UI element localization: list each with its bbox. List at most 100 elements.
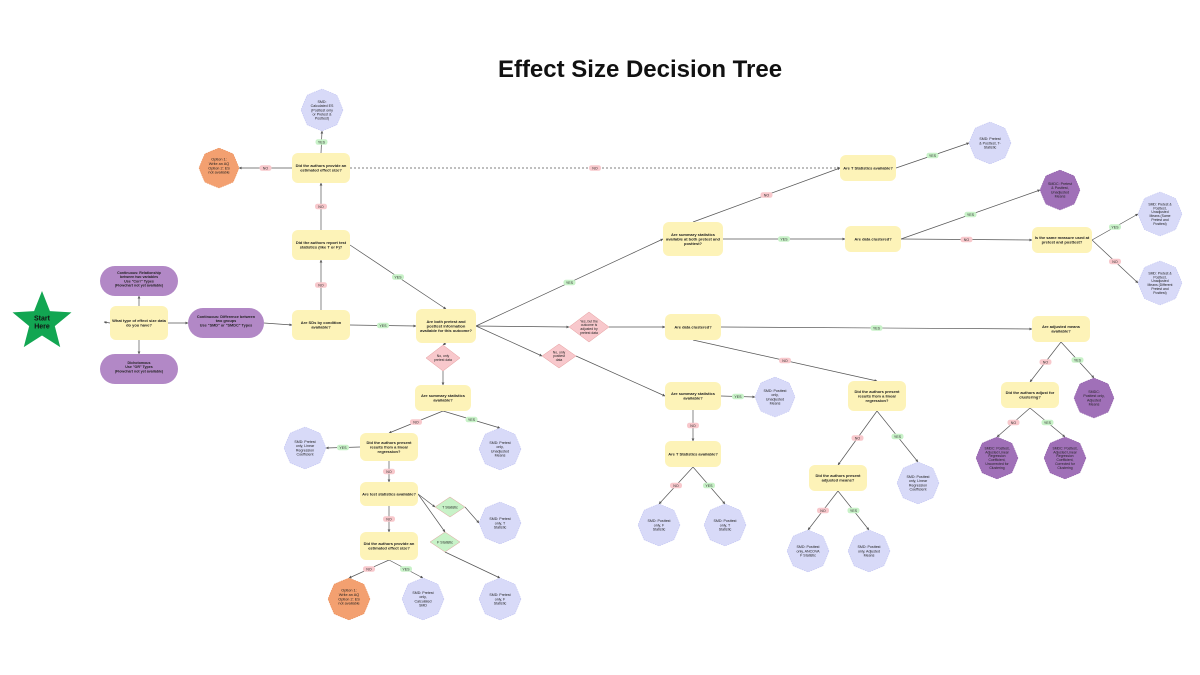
svg-text:NO: NO [263, 166, 269, 170]
edges [103, 130, 1139, 579]
yes-label: YES [563, 279, 576, 286]
yes-label: YES [870, 325, 883, 331]
edge-p_continuous_diff-to-q_sds [263, 322, 293, 327]
svg-text:NO: NO [1112, 260, 1118, 264]
node-text: Are T Statistics available? [668, 451, 718, 456]
node-d-t-stat: T Statistic [434, 496, 466, 518]
node-text: Are data clustered? [854, 236, 892, 241]
svg-text:NO: NO [855, 436, 861, 440]
no-label: NO [960, 236, 973, 243]
yes-label: YES [400, 566, 412, 572]
no-label: NO [1039, 359, 1052, 365]
svg-text:YES: YES [873, 326, 881, 330]
no-label: NO [259, 165, 272, 171]
svg-text:NO: NO [673, 484, 679, 488]
svg-text:NO: NO [820, 509, 826, 513]
svg-text:YES: YES [894, 435, 902, 439]
no-label: NO [315, 282, 327, 288]
no-label: NO [670, 482, 682, 489]
edge-q_pre_post-to-d_yes_adjusted [475, 325, 570, 329]
yes-label: YES [778, 236, 790, 242]
svg-text:YES: YES [394, 275, 402, 279]
svg-text:YES: YES [379, 324, 387, 328]
node-d-f-stat: F Statistic [429, 531, 461, 553]
no-label: NO [383, 516, 395, 522]
svg-text:NO: NO [782, 359, 788, 363]
svg-text:NO: NO [318, 205, 324, 209]
svg-text:NO: NO [386, 517, 392, 521]
svg-text:NO: NO [592, 166, 598, 170]
node-text: F Statistic [437, 540, 453, 544]
node-q-t-stats-mid: Are T Statistics available? [665, 441, 721, 467]
svg-text:YES: YES [339, 446, 347, 450]
yes-label: YES [926, 152, 939, 159]
svg-text:YES: YES [780, 237, 788, 241]
node-text: SMD: Pretest& Posttest, T-Statistic [979, 137, 1001, 149]
svg-text:NO: NO [413, 420, 419, 424]
edge-q_pre_post-to-d_pretest_only [442, 342, 447, 346]
svg-text:NO: NO [386, 470, 392, 474]
svg-text:YES: YES [929, 154, 937, 158]
yes-label: YES [1071, 357, 1084, 363]
yes-label: YES [1109, 224, 1121, 230]
svg-text:NO: NO [366, 567, 372, 571]
svg-text:YES: YES [734, 395, 742, 399]
svg-text:YES: YES [1074, 358, 1082, 362]
node-text: Are test statistics available? [362, 491, 416, 496]
svg-text:NO: NO [690, 424, 696, 428]
node-o-t-stat-prepost: SMD: Pretest& Posttest, T-Statistic [968, 121, 1012, 165]
svg-text:NO: NO [764, 193, 770, 197]
svg-text:NO: NO [318, 283, 324, 287]
edge-d_t_stat-to-o_pre_t [464, 506, 480, 524]
no-label: NO [383, 468, 395, 475]
no-label: NO [817, 507, 829, 514]
yes-label: YES [1041, 419, 1054, 426]
